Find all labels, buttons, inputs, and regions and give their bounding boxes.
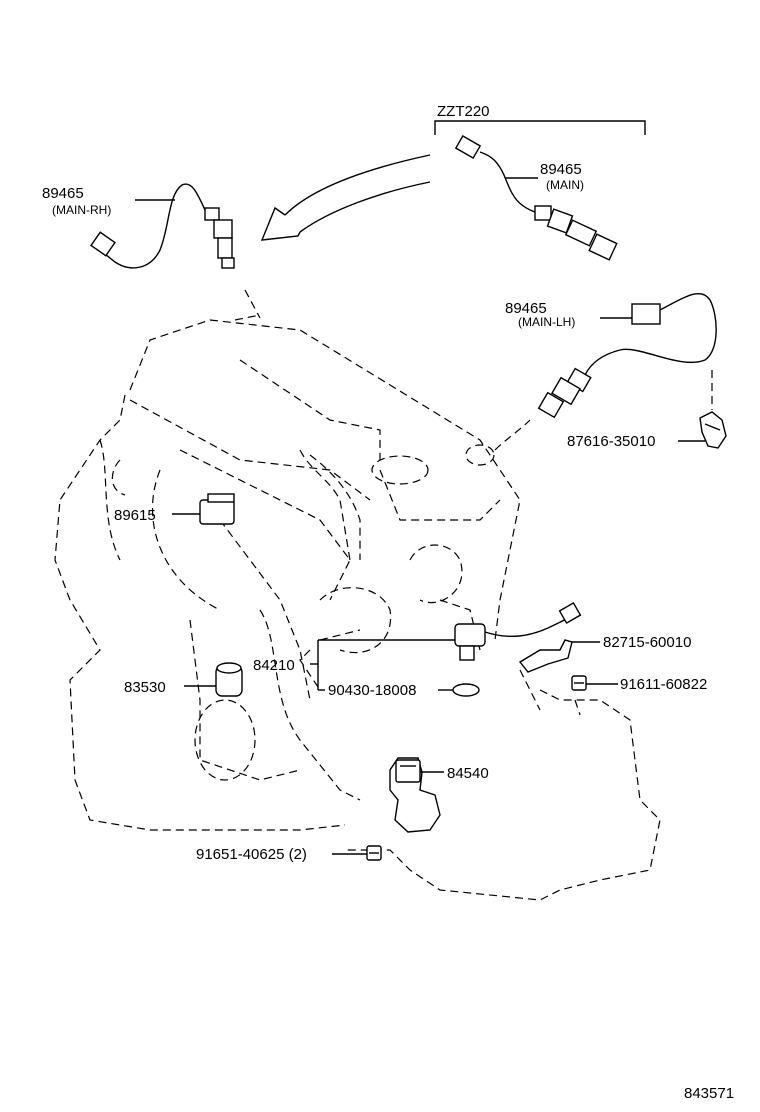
oxygen-sensor-main-lh	[537, 293, 717, 419]
svg-text:89465: 89465	[505, 300, 547, 317]
bracket-82715	[518, 639, 600, 673]
knock-sensor-84210	[310, 601, 582, 691]
svg-text:(MAIN-RH): (MAIN-RH)	[52, 203, 111, 217]
engine-outline	[54, 289, 661, 901]
gasket-90430	[438, 683, 480, 697]
switch-83530	[184, 662, 243, 697]
wire-clamp	[678, 370, 727, 449]
svg-text:89465: 89465	[42, 185, 84, 202]
label-bolt-91651: 91651-40625 (2)	[196, 846, 307, 863]
label-sensor-main: 89465 (MAIN)	[540, 161, 584, 192]
label-sensor-84210: 84210	[253, 657, 295, 674]
label-bolt-91611: 91611-60822	[620, 676, 707, 693]
bolt-91651	[332, 845, 382, 861]
switch-84540	[389, 757, 444, 833]
variant-bracket: ZZT220	[434, 103, 646, 135]
label-sensor-89615: 89615	[114, 507, 156, 524]
label-switch-83530: 83530	[124, 679, 166, 696]
variant-label: ZZT220	[437, 103, 490, 120]
label-sensor-main-rh: 89465 (MAIN-RH)	[42, 185, 111, 217]
diagram-id: 843571	[684, 1085, 734, 1102]
label-switch-84540: 84540	[447, 765, 489, 782]
svg-text:(MAIN): (MAIN)	[546, 178, 584, 192]
label-bracket-82715: 82715-60010	[603, 634, 691, 651]
label-gasket-90430: 90430-18008	[328, 682, 416, 699]
label-clamp: 87616-35010	[567, 433, 655, 450]
curved-arrow	[260, 154, 431, 241]
bolt-91611	[571, 675, 618, 691]
svg-text:(MAIN-LH): (MAIN-LH)	[518, 315, 575, 329]
oxygen-sensor-main-rh	[90, 183, 235, 269]
svg-text:89465: 89465	[540, 161, 582, 178]
sensor-89615	[172, 493, 235, 525]
label-sensor-main-lh: 89465 (MAIN-LH)	[505, 300, 575, 329]
oxygen-sensor-main	[454, 134, 618, 261]
